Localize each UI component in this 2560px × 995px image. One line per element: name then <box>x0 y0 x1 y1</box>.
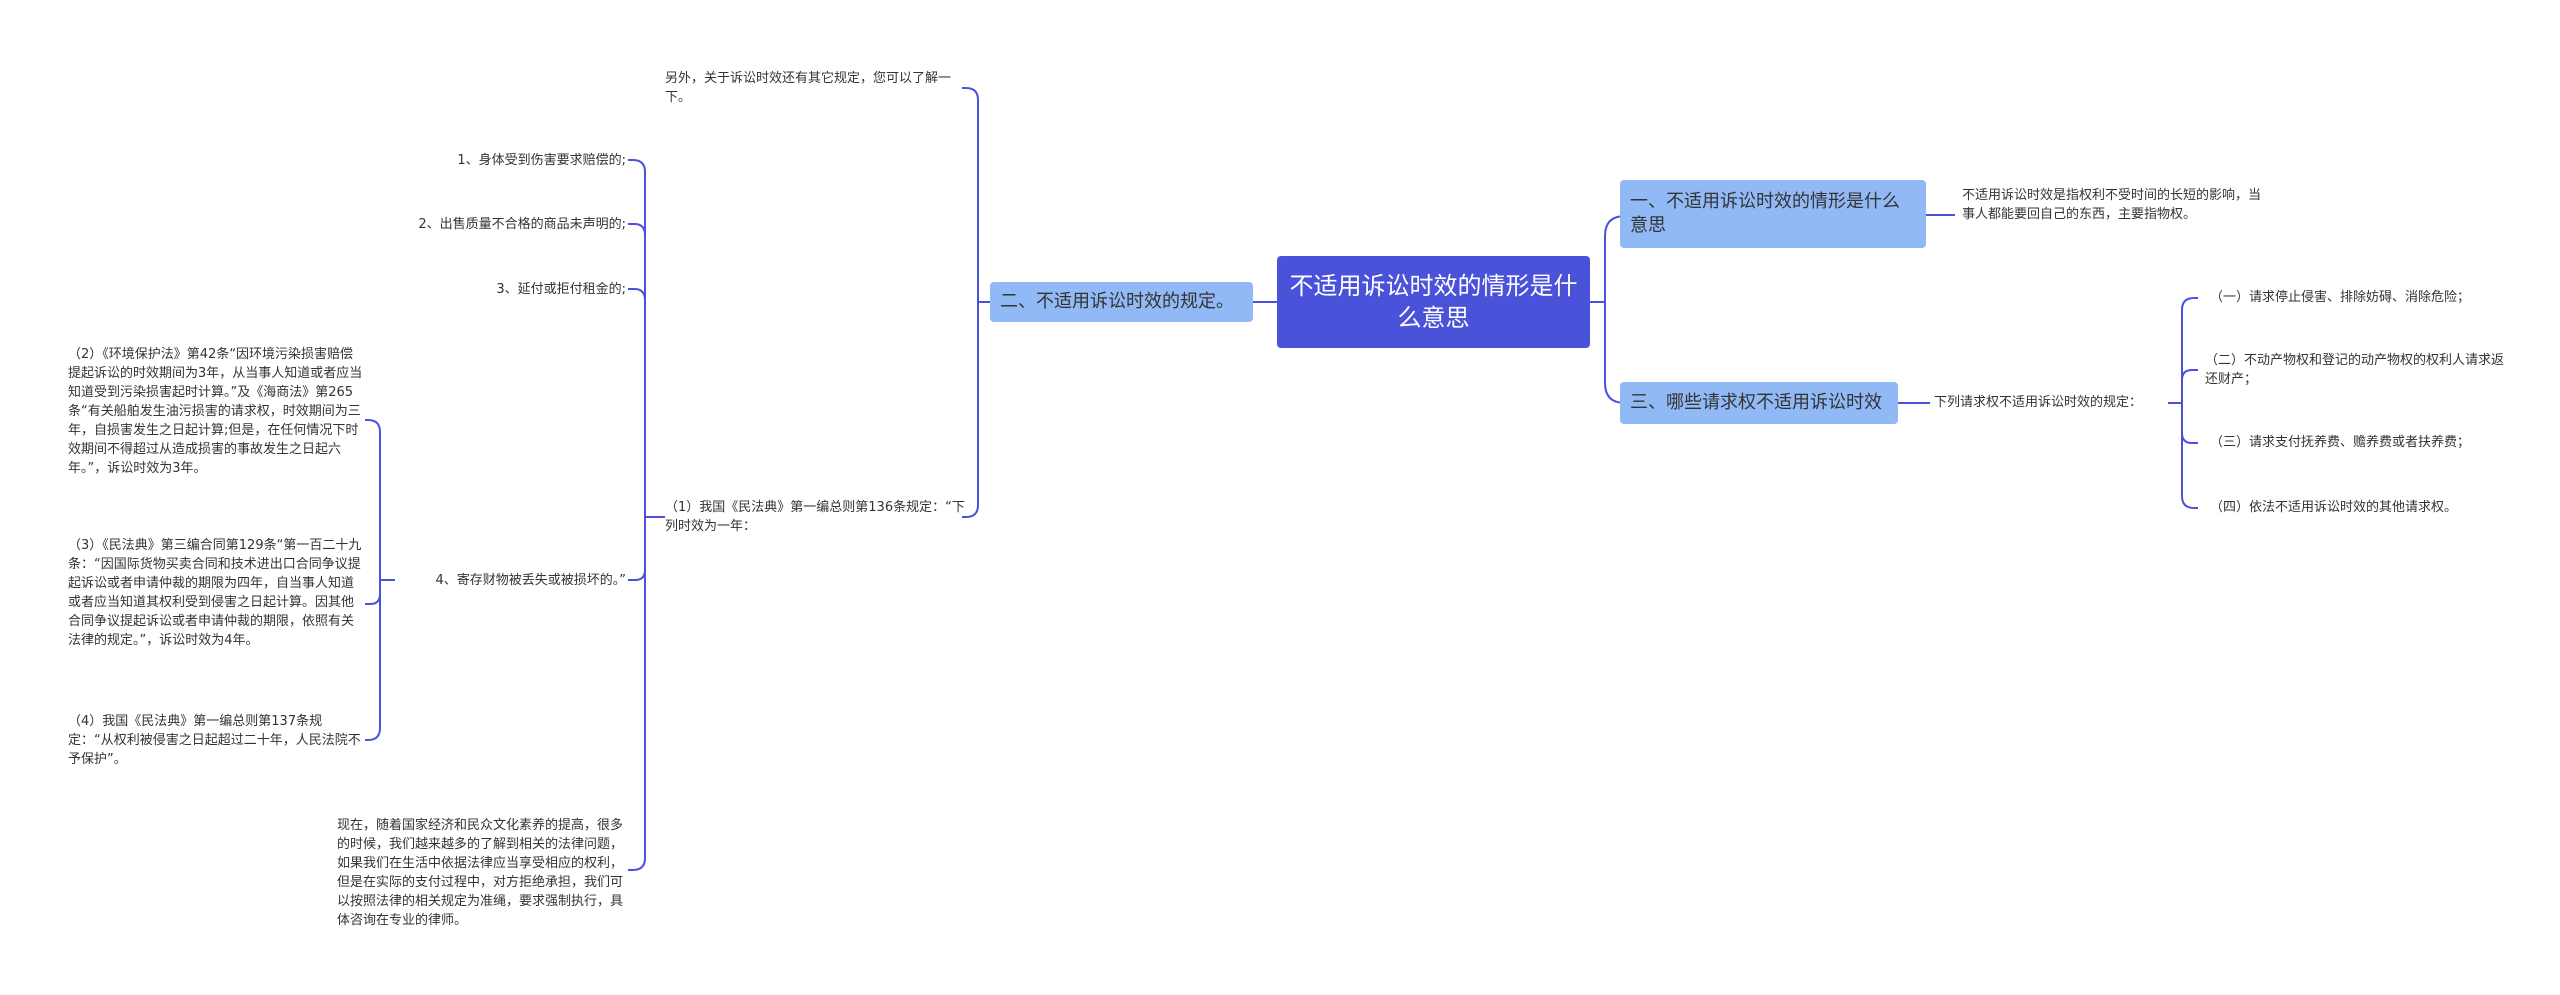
connector <box>2181 297 2198 403</box>
branch-3-intro: 下列请求权不适用诉讼时效的规定： <box>1934 395 2143 410</box>
article-item: 1、身体受到伤害要求赔偿的; <box>457 153 626 168</box>
connector <box>628 517 646 581</box>
connector <box>628 517 646 871</box>
branch-2-article: （1）我国《民法典》第一编总则第136条规定：“下列时效为一年： <box>665 500 965 534</box>
branch-2-topic[interactable]: 二、不适用诉讼时效的规定。 <box>990 282 1253 322</box>
connector <box>365 580 381 605</box>
branch-3-item: （一）请求停止侵害、排除妨碍、消除危险； <box>2210 290 2471 305</box>
sub-article: （4）我国《民法典》第一编总则第137条规定：“从权利被侵害之日起超过二十年，人… <box>68 714 361 767</box>
article-item: 3、延付或拒付租金的; <box>496 282 626 297</box>
connector <box>365 419 381 580</box>
connector <box>962 87 979 302</box>
connector <box>628 288 646 517</box>
connector <box>2181 403 2198 444</box>
branch-3-item: （四）依法不适用诉讼时效的其他请求权。 <box>2210 500 2458 515</box>
sub-article: （3）《民法典》第三编合同第129条“第一百二十九条：“因国际货物买卖合同和技术… <box>68 538 362 648</box>
branch-1-topic[interactable]: 一、不适用诉讼时效的情形是什么意思 <box>1620 180 1926 248</box>
connector <box>2181 403 2198 509</box>
article-item: 4、寄存财物被丢失或被损坏的。” <box>435 573 626 588</box>
branch-3-topic[interactable]: 三、哪些请求权不适用诉讼时效 <box>1620 382 1898 424</box>
connector <box>365 580 381 741</box>
connector <box>628 223 646 517</box>
branch-3-item: （二）不动产物权和登记的动产物权的权利人请求返还财产； <box>2205 353 2505 387</box>
sub-article: （2）《环境保护法》第42条“因环境污染损害赔偿提起诉讼的时效期间为3年，从当事… <box>68 347 363 476</box>
branch-2-bottom-note: 现在，随着国家经济和民众文化素养的提高，很多的时候，我们越来越多的了解到相关的法… <box>337 818 624 928</box>
connector <box>2181 369 2198 403</box>
connector <box>962 302 979 518</box>
branch-2-top-note: 另外，关于诉讼时效还有其它规定，您可以了解一下。 <box>665 71 952 105</box>
branch-3-item: （三）请求支付抚养费、赡养费或者扶养费； <box>2210 435 2471 450</box>
branch-1-detail: 不适用诉讼时效是指权利不受时间的长短的影响，当事人都能要回自己的东西，主要指物权… <box>1962 188 2262 222</box>
article-item: 2、出售质量不合格的商品未声明的; <box>418 217 626 232</box>
connector <box>628 159 646 517</box>
root-topic[interactable]: 不适用诉讼时效的情形是什么意思 <box>1277 256 1590 348</box>
